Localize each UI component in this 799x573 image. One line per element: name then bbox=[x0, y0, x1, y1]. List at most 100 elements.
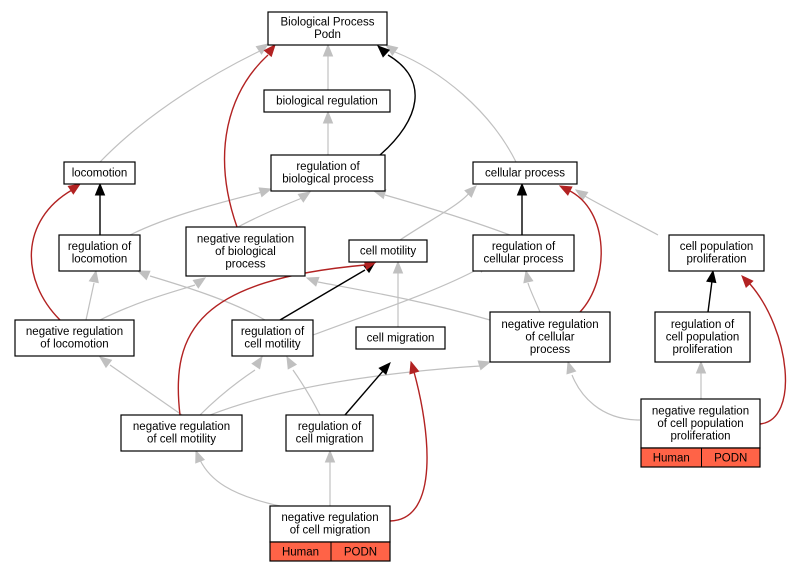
node-locomotion[interactable]: locomotion bbox=[63, 161, 136, 185]
node-box bbox=[668, 234, 765, 272]
gray-arrowhead bbox=[297, 191, 312, 203]
gray-edge bbox=[399, 191, 471, 241]
black-arrowhead bbox=[516, 182, 528, 196]
red-edge bbox=[389, 371, 428, 522]
node-box bbox=[63, 161, 136, 185]
gray-arrowhead bbox=[255, 43, 270, 55]
gray-edge bbox=[292, 369, 321, 416]
gray-arrowhead bbox=[477, 360, 492, 371]
red-arrowhead bbox=[741, 275, 754, 289]
node-label-line: cell migration bbox=[296, 434, 364, 446]
node-box bbox=[348, 239, 428, 263]
node-label-line: cell motility bbox=[360, 245, 416, 257]
node-cell-motility[interactable]: cell motility bbox=[348, 239, 428, 263]
gray-edge bbox=[237, 197, 303, 228]
node-label-line: cellular process bbox=[484, 254, 564, 266]
node-label-line: cell population bbox=[680, 241, 754, 253]
node-label-line: cell motility bbox=[244, 339, 300, 351]
gray-edge bbox=[571, 374, 641, 421]
gray-edge bbox=[109, 364, 183, 416]
gray-arrowhead bbox=[305, 276, 320, 287]
node-label-line: biological process bbox=[282, 174, 374, 186]
red-arrowhead bbox=[558, 185, 573, 196]
node-box bbox=[270, 154, 386, 192]
node-label-line: regulation of bbox=[241, 326, 305, 338]
node-label-line: of biological bbox=[215, 246, 276, 258]
node-label-line: locomotion bbox=[72, 254, 128, 266]
node-box bbox=[654, 311, 751, 363]
gray-arrowhead bbox=[322, 110, 334, 124]
node-box bbox=[472, 161, 578, 185]
node-label-line: of cellular bbox=[525, 331, 574, 343]
node-box bbox=[14, 319, 135, 357]
node-label-line: of locomotion bbox=[40, 339, 108, 351]
gray-edge bbox=[527, 282, 541, 313]
node-label-line: cell migration bbox=[367, 332, 435, 344]
node-box bbox=[355, 326, 446, 350]
red-arrowhead bbox=[409, 360, 420, 375]
node-box bbox=[267, 11, 388, 46]
gray-edge bbox=[582, 194, 659, 236]
gene-label: PODN bbox=[714, 453, 747, 465]
node-label-line: negative regulation bbox=[281, 512, 378, 524]
node-cell-migration[interactable]: cell migration bbox=[355, 326, 446, 350]
gray-arrowhead bbox=[324, 449, 336, 463]
black-arrowhead bbox=[378, 362, 391, 376]
annotation-band bbox=[269, 541, 391, 562]
node-box bbox=[489, 311, 611, 363]
red-edge bbox=[30, 189, 73, 321]
node-label-line: regulation of bbox=[671, 319, 735, 331]
gray-edge bbox=[312, 267, 481, 336]
red-edge bbox=[223, 54, 269, 228]
node-label-line: proliferation bbox=[686, 254, 746, 266]
edges-layer bbox=[30, 43, 787, 522]
gray-edge bbox=[394, 51, 517, 163]
gray-edge bbox=[199, 459, 281, 507]
node-bio-reg[interactable]: biological regulation bbox=[263, 89, 391, 113]
red-edge bbox=[567, 189, 602, 313]
gray-arrowhead bbox=[195, 449, 206, 464]
gray-edge bbox=[149, 275, 266, 321]
gray-edge bbox=[317, 281, 491, 321]
black-edge bbox=[344, 370, 384, 416]
gray-edge bbox=[99, 49, 263, 163]
node-label-line: proliferation bbox=[672, 344, 732, 356]
node-label-line: of cell motility bbox=[147, 434, 216, 446]
node-label-line: of cell population bbox=[657, 418, 743, 430]
node-label-line: biological regulation bbox=[276, 95, 378, 107]
node-box bbox=[263, 89, 391, 113]
node-label-line: cell population bbox=[666, 331, 740, 343]
node-label-line: cellular process bbox=[485, 167, 565, 179]
gray-arrowhead bbox=[392, 260, 404, 274]
node-box bbox=[231, 319, 314, 357]
black-arrowhead bbox=[377, 45, 391, 58]
red-edge bbox=[177, 264, 366, 416]
gray-arrowhead bbox=[523, 269, 534, 284]
gray-edge bbox=[99, 284, 196, 321]
node-label-line: locomotion bbox=[72, 167, 128, 179]
node-label-line: negative regulation bbox=[501, 319, 598, 331]
black-arrowhead bbox=[94, 182, 106, 196]
node-cellular[interactable]: cellular process bbox=[472, 161, 578, 185]
gray-arrowhead bbox=[136, 270, 151, 281]
node-label-line: proliferation bbox=[670, 430, 730, 442]
gray-arrowhead bbox=[258, 187, 273, 198]
black-edge bbox=[707, 280, 713, 313]
gray-edge bbox=[209, 365, 481, 416]
species-label: Human bbox=[653, 453, 690, 465]
